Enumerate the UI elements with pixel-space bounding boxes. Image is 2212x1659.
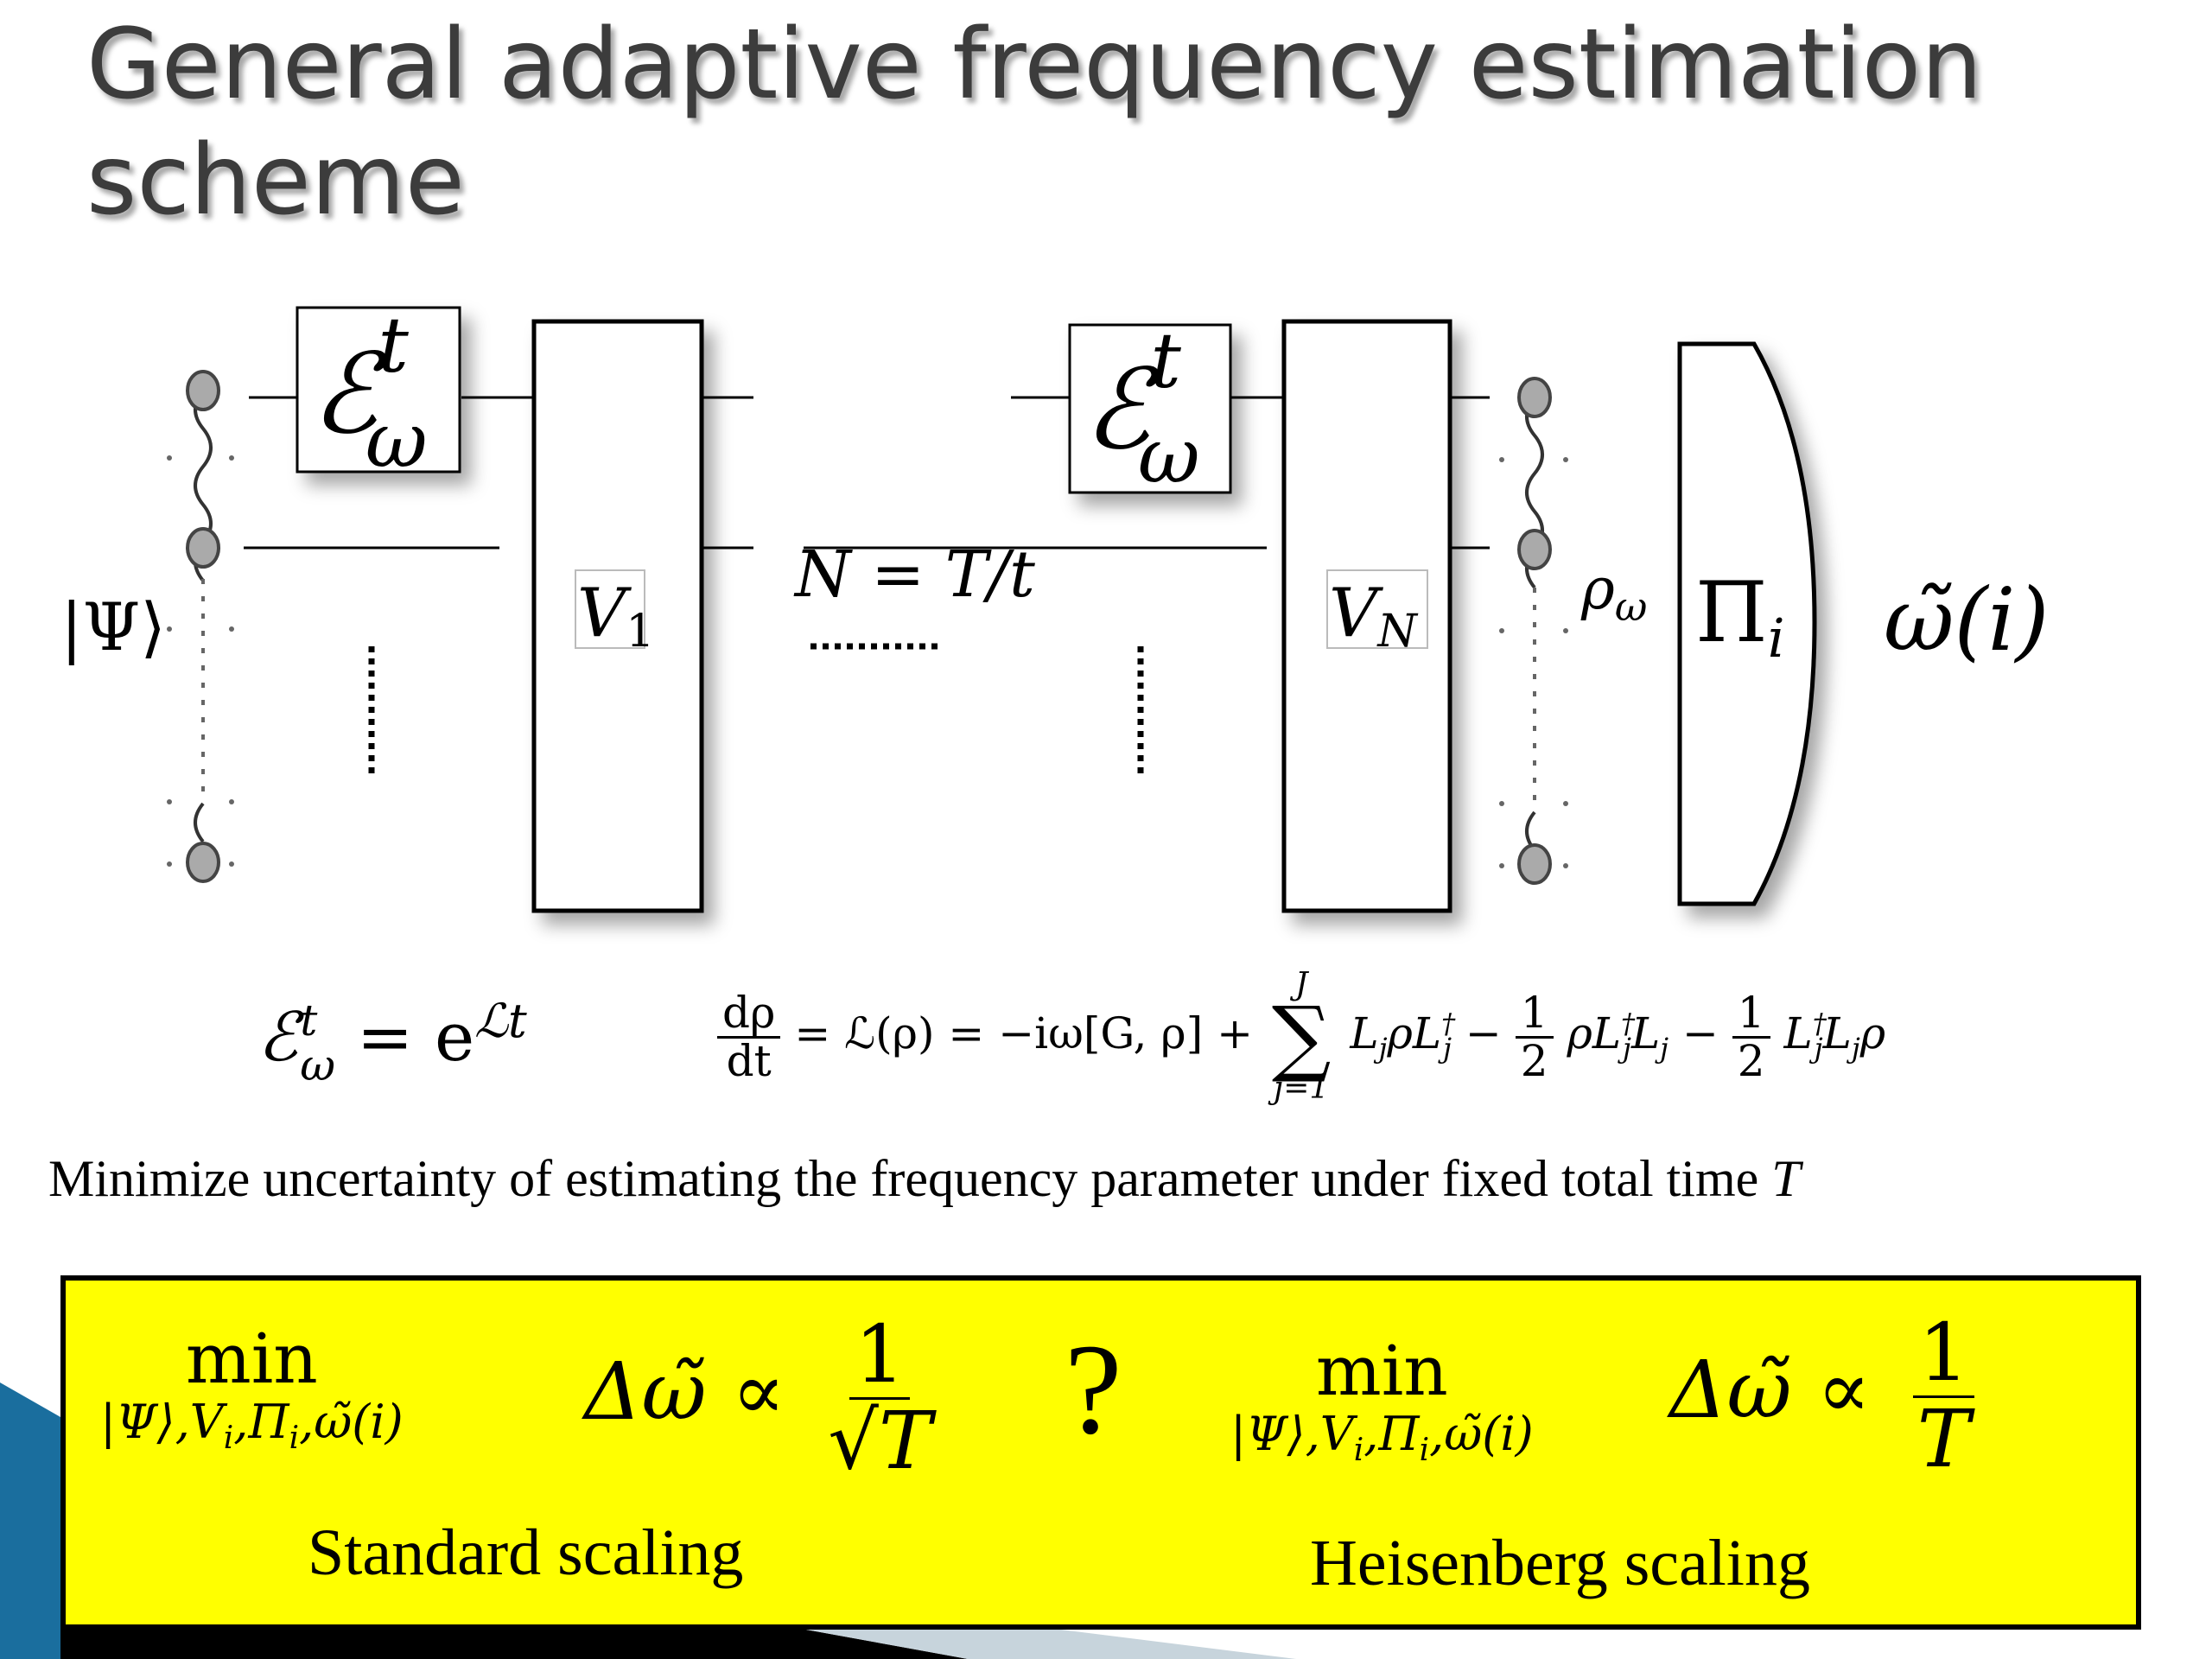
qubit-node — [1517, 377, 1552, 418]
channel-box-1 — [296, 306, 461, 474]
input-state-label: |Ψ⟩ — [60, 588, 166, 665]
qubit-node — [186, 527, 220, 569]
qubit-node — [1517, 529, 1552, 570]
min-standard: min |Ψ⟩,Vi,Πi,ω̃(i) — [100, 1319, 404, 1456]
corner-decoration — [0, 1382, 1296, 1659]
chain-dots-right — [1499, 457, 1568, 868]
question-mark: ? — [1065, 1318, 1122, 1461]
qubit-chain-left — [186, 370, 220, 883]
gate-box-1 — [531, 319, 704, 913]
qubit-node — [186, 370, 220, 411]
min-heisenberg: min |Ψ⟩,Vi,Πi,ω̃(i) — [1230, 1331, 1534, 1468]
output-state-label: ρω — [1580, 556, 1647, 630]
scaling-comparison-box: min |Ψ⟩,Vi,Πi,ω̃(i) Δω̃ ∝ 1√T ? min |Ψ⟩,… — [60, 1275, 2141, 1630]
standard-scaling-label: Standard scaling — [308, 1516, 744, 1589]
qubit-node — [1517, 843, 1552, 885]
repeat-label: N = T/t — [793, 537, 1035, 612]
circuit-wires — [244, 396, 1490, 550]
ellipsis-vertical — [368, 646, 1144, 778]
measurement-label: Πi — [1695, 564, 1785, 670]
gate-box-n — [1281, 319, 1452, 913]
standard-scaling-formula: Δω̃ ∝ 1√T — [584, 1308, 932, 1487]
estimator-label: ω̃(i) — [1884, 569, 2050, 671]
measurement-device — [1677, 341, 1817, 906]
chain-dots-left — [167, 455, 234, 867]
heisenberg-scaling-label: Heisenberg scaling — [1310, 1527, 1810, 1599]
gate-label-1: V1 — [577, 575, 654, 658]
objective-statement: Minimize uncertainty of estimating the f… — [48, 1150, 1801, 1207]
slide-title: General adaptive frequency estimation sc… — [86, 9, 1983, 237]
qubit-node — [186, 842, 220, 883]
qubit-chain-right — [1517, 377, 1552, 885]
channel-box-2 — [1068, 323, 1232, 494]
gate-label-n: VN — [1329, 575, 1418, 658]
